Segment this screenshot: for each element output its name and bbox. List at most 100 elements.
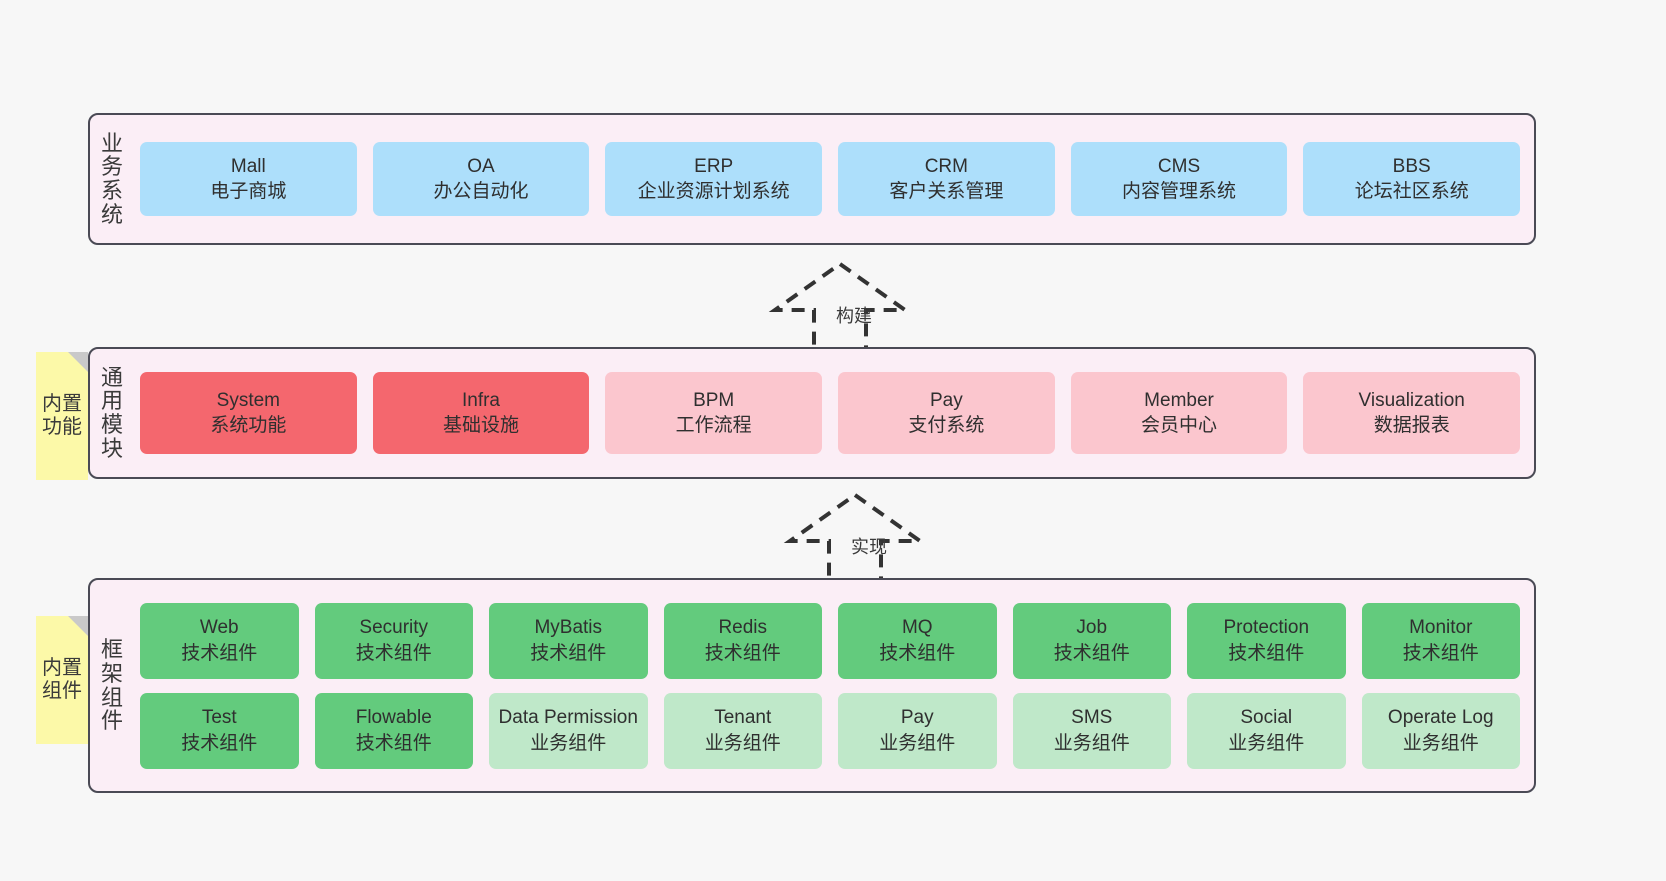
node-visualization-name: Visualization [1358,389,1465,411]
node-protection[interactable]: Protection 技术组件 [1187,602,1346,679]
node-web-desc: 技术组件 [181,642,258,664]
node-mq[interactable]: MQ 技术组件 [838,602,997,679]
node-tenant-name: Tenant [714,707,772,729]
node-cms-desc: 内容管理系统 [1122,181,1237,202]
node-monitor[interactable]: Monitor 技术组件 [1361,602,1520,679]
node-flowable[interactable]: Flowable 技术组件 [314,692,473,769]
node-web-name: Web [199,617,239,639]
node-data-permission-name: Data Permission [498,707,638,729]
framework-business-row: Test 技术组件 Flowable 技术组件 Data Permission … [140,692,1520,769]
node-bpm-desc: 工作流程 [675,415,752,436]
layer-common-module: 通用模块 System 系统功能 Infra 基础设施 BPM 工作流程 Pay… [88,347,1536,479]
node-crm-name: CRM [924,155,968,177]
node-mall[interactable]: Mall 电子商城 [140,142,357,216]
node-visualization[interactable]: Visualization 数据报表 [1303,372,1521,454]
node-security-desc: 技术组件 [355,642,432,664]
node-test[interactable]: Test 技术组件 [140,692,299,769]
node-pay-component-name: Pay [900,707,934,729]
layer-title-business-system: 业务系统 [100,130,123,227]
node-visualization-desc: 数据报表 [1373,415,1450,436]
node-oa[interactable]: OA 办公自动化 [372,142,590,216]
layer-common-boxes: System 系统功能 Infra 基础设施 BPM 工作流程 Pay 支付系统… [134,372,1534,454]
node-job[interactable]: Job 技术组件 [1012,602,1171,679]
node-cms-name: CMS [1157,155,1201,177]
node-web[interactable]: Web 技术组件 [140,602,299,679]
node-social-desc: 业务组件 [1228,732,1305,754]
node-pay-component-desc: 业务组件 [879,732,956,754]
node-mq-desc: 技术组件 [879,642,956,664]
node-mybatis[interactable]: MyBatis 技术组件 [489,602,648,679]
node-tenant[interactable]: Tenant 业务组件 [663,692,822,769]
node-test-name: Test [201,707,237,729]
node-crm-desc: 客户关系管理 [889,181,1004,202]
node-social-name: Social [1240,707,1293,729]
node-pay-component[interactable]: Pay 业务组件 [838,692,997,769]
node-bbs[interactable]: BBS 论坛社区系统 [1303,142,1521,216]
connector-implement-arrow: 实现 [775,489,935,585]
note-builtin-features-label: 内置功能 [42,393,82,438]
node-infra[interactable]: Infra 基础设施 [372,372,590,454]
node-redis-name: Redis [718,617,768,639]
node-operate-log[interactable]: Operate Log 业务组件 [1361,692,1520,769]
node-data-permission[interactable]: Data Permission 业务组件 [489,692,648,769]
node-job-desc: 技术组件 [1053,642,1130,664]
node-redis[interactable]: Redis 技术组件 [663,602,822,679]
node-monitor-desc: 技术组件 [1402,642,1479,664]
node-mall-desc: 电子商城 [210,181,287,202]
node-tenant-desc: 业务组件 [704,732,781,754]
node-system-desc: 系统功能 [210,415,287,436]
node-bpm[interactable]: BPM 工作流程 [605,372,823,454]
node-erp-desc: 企业资源计划系统 [637,181,790,202]
node-mybatis-name: MyBatis [534,617,603,639]
node-bpm-name: BPM [693,389,735,411]
node-mall-name: Mall [230,155,266,177]
node-erp-name: ERP [694,155,734,177]
node-flowable-name: Flowable [355,707,432,729]
node-pay-module-desc: 支付系统 [908,415,985,436]
node-sms-name: SMS [1071,707,1113,729]
connector-implement-label: 实现 [851,537,887,557]
node-security-name: Security [359,617,429,639]
layer-business-boxes: Mall 电子商城 OA 办公自动化 ERP 企业资源计划系统 CRM 客户关系… [134,142,1534,216]
node-erp[interactable]: ERP 企业资源计划系统 [605,142,823,216]
node-pay-module-name: Pay [929,389,963,411]
node-flowable-desc: 技术组件 [355,732,432,754]
layer-title-common-module: 通用模块 [100,364,123,461]
node-bbs-name: BBS [1392,155,1431,177]
node-data-permission-desc: 业务组件 [530,732,607,754]
node-bbs-desc: 论坛社区系统 [1354,181,1469,202]
node-security[interactable]: Security 技术组件 [314,602,473,679]
note-fold-corner-icon [68,352,88,372]
node-test-desc: 技术组件 [181,732,258,754]
layer-framework-component: 框架组件 Web 技术组件 Security 技术组件 MyBatis 技术组件… [88,578,1536,793]
node-member-desc: 会员中心 [1141,415,1218,436]
note-builtin-components: 内置组件 [36,616,88,744]
node-protection-name: Protection [1223,617,1310,639]
node-oa-desc: 办公自动化 [433,181,529,202]
node-member-name: Member [1144,389,1214,411]
node-job-name: Job [1076,617,1108,639]
node-social[interactable]: Social 业务组件 [1187,692,1346,769]
note-fold-corner-icon [68,616,88,636]
note-builtin-components-label: 内置组件 [42,657,82,702]
node-crm[interactable]: CRM 客户关系管理 [838,142,1055,216]
connector-build-arrow: 构建 [760,258,920,354]
node-sms[interactable]: SMS 业务组件 [1012,692,1171,769]
node-operate-log-name: Operate Log [1387,707,1494,729]
layer-business-system: 业务系统 Mall 电子商城 OA 办公自动化 ERP 企业资源计划系统 CRM… [88,113,1536,245]
node-oa-name: OA [467,155,495,177]
node-monitor-name: Monitor [1409,617,1473,639]
node-pay-module[interactable]: Pay 支付系统 [838,372,1055,454]
node-system-name: System [216,389,281,411]
connector-build-label: 构建 [836,306,872,326]
node-cms[interactable]: CMS 内容管理系统 [1070,142,1288,216]
node-redis-desc: 技术组件 [704,642,781,664]
node-infra-name: Infra [461,389,501,411]
node-sms-desc: 业务组件 [1053,732,1130,754]
node-mq-name: MQ [901,617,933,639]
node-system[interactable]: System 系统功能 [140,372,357,454]
note-builtin-features: 内置功能 [36,352,88,480]
node-member[interactable]: Member 会员中心 [1070,372,1288,454]
layer-framework-boxes: Web 技术组件 Security 技术组件 MyBatis 技术组件 Redi… [134,602,1534,769]
